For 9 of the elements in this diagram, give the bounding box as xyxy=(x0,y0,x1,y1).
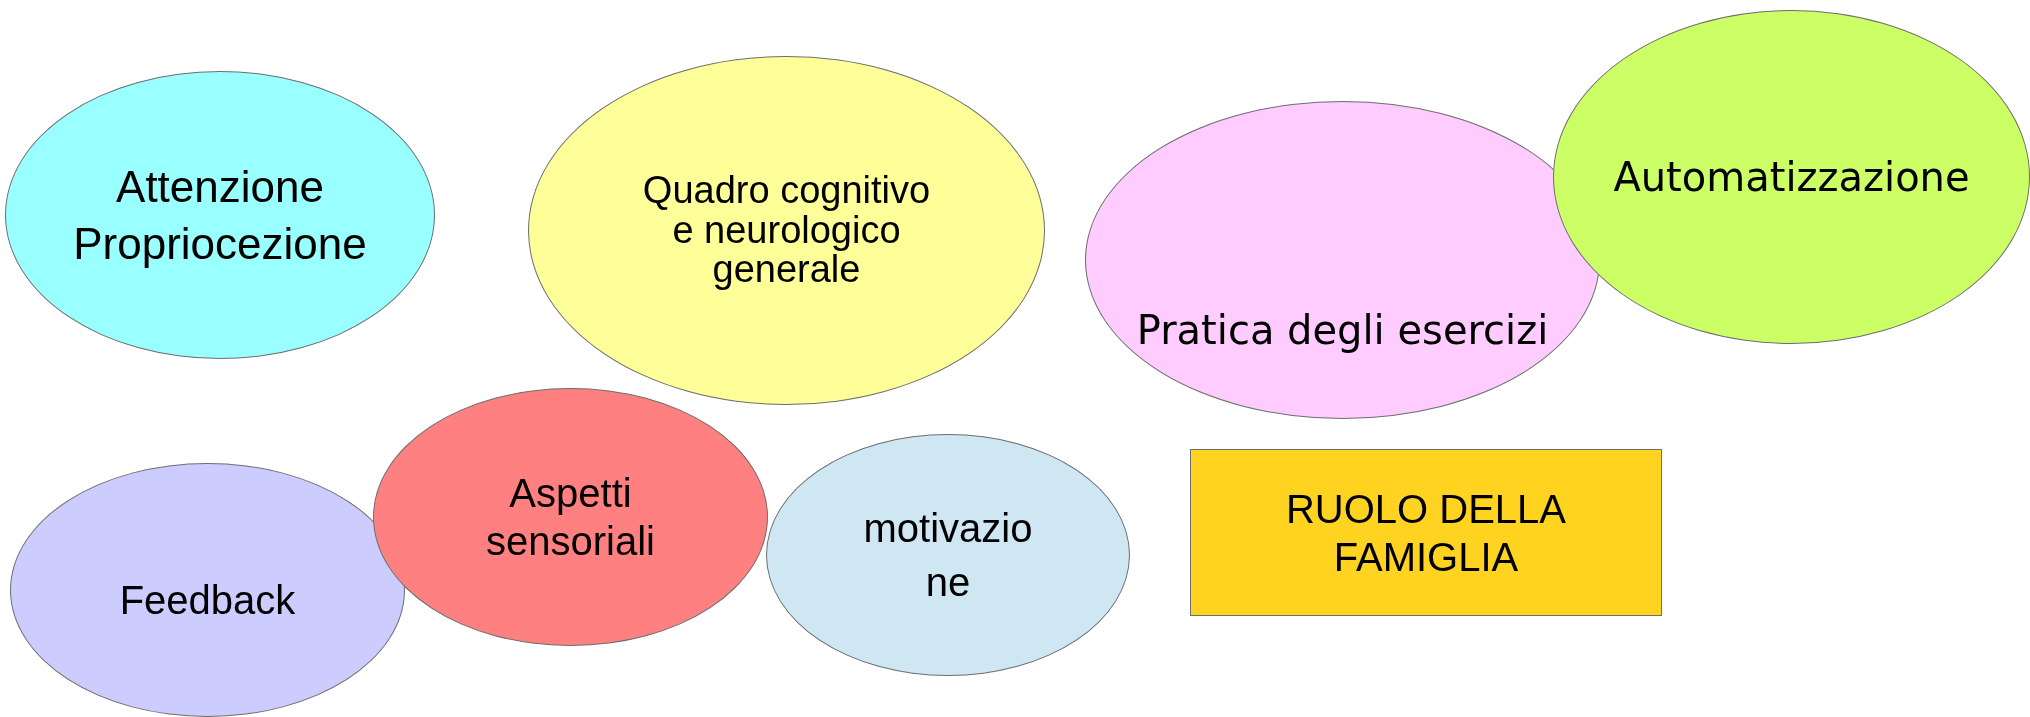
node-label: motivazio ne xyxy=(862,505,1034,606)
node-label: Aspetti sensoriali xyxy=(485,470,656,565)
node-label: Automatizzazione xyxy=(1613,153,1970,201)
node-label: Pratica degli esercizi xyxy=(1136,306,1549,354)
rectangle-node xyxy=(1190,449,1662,616)
node-label: Attenzione Propriocezione xyxy=(72,160,368,270)
node-label: Feedback xyxy=(119,577,296,624)
node-label: RUOLO DELLA FAMIGLIA xyxy=(1284,485,1568,581)
node-label: Quadro cognitivo e neurologico generale xyxy=(641,170,932,291)
